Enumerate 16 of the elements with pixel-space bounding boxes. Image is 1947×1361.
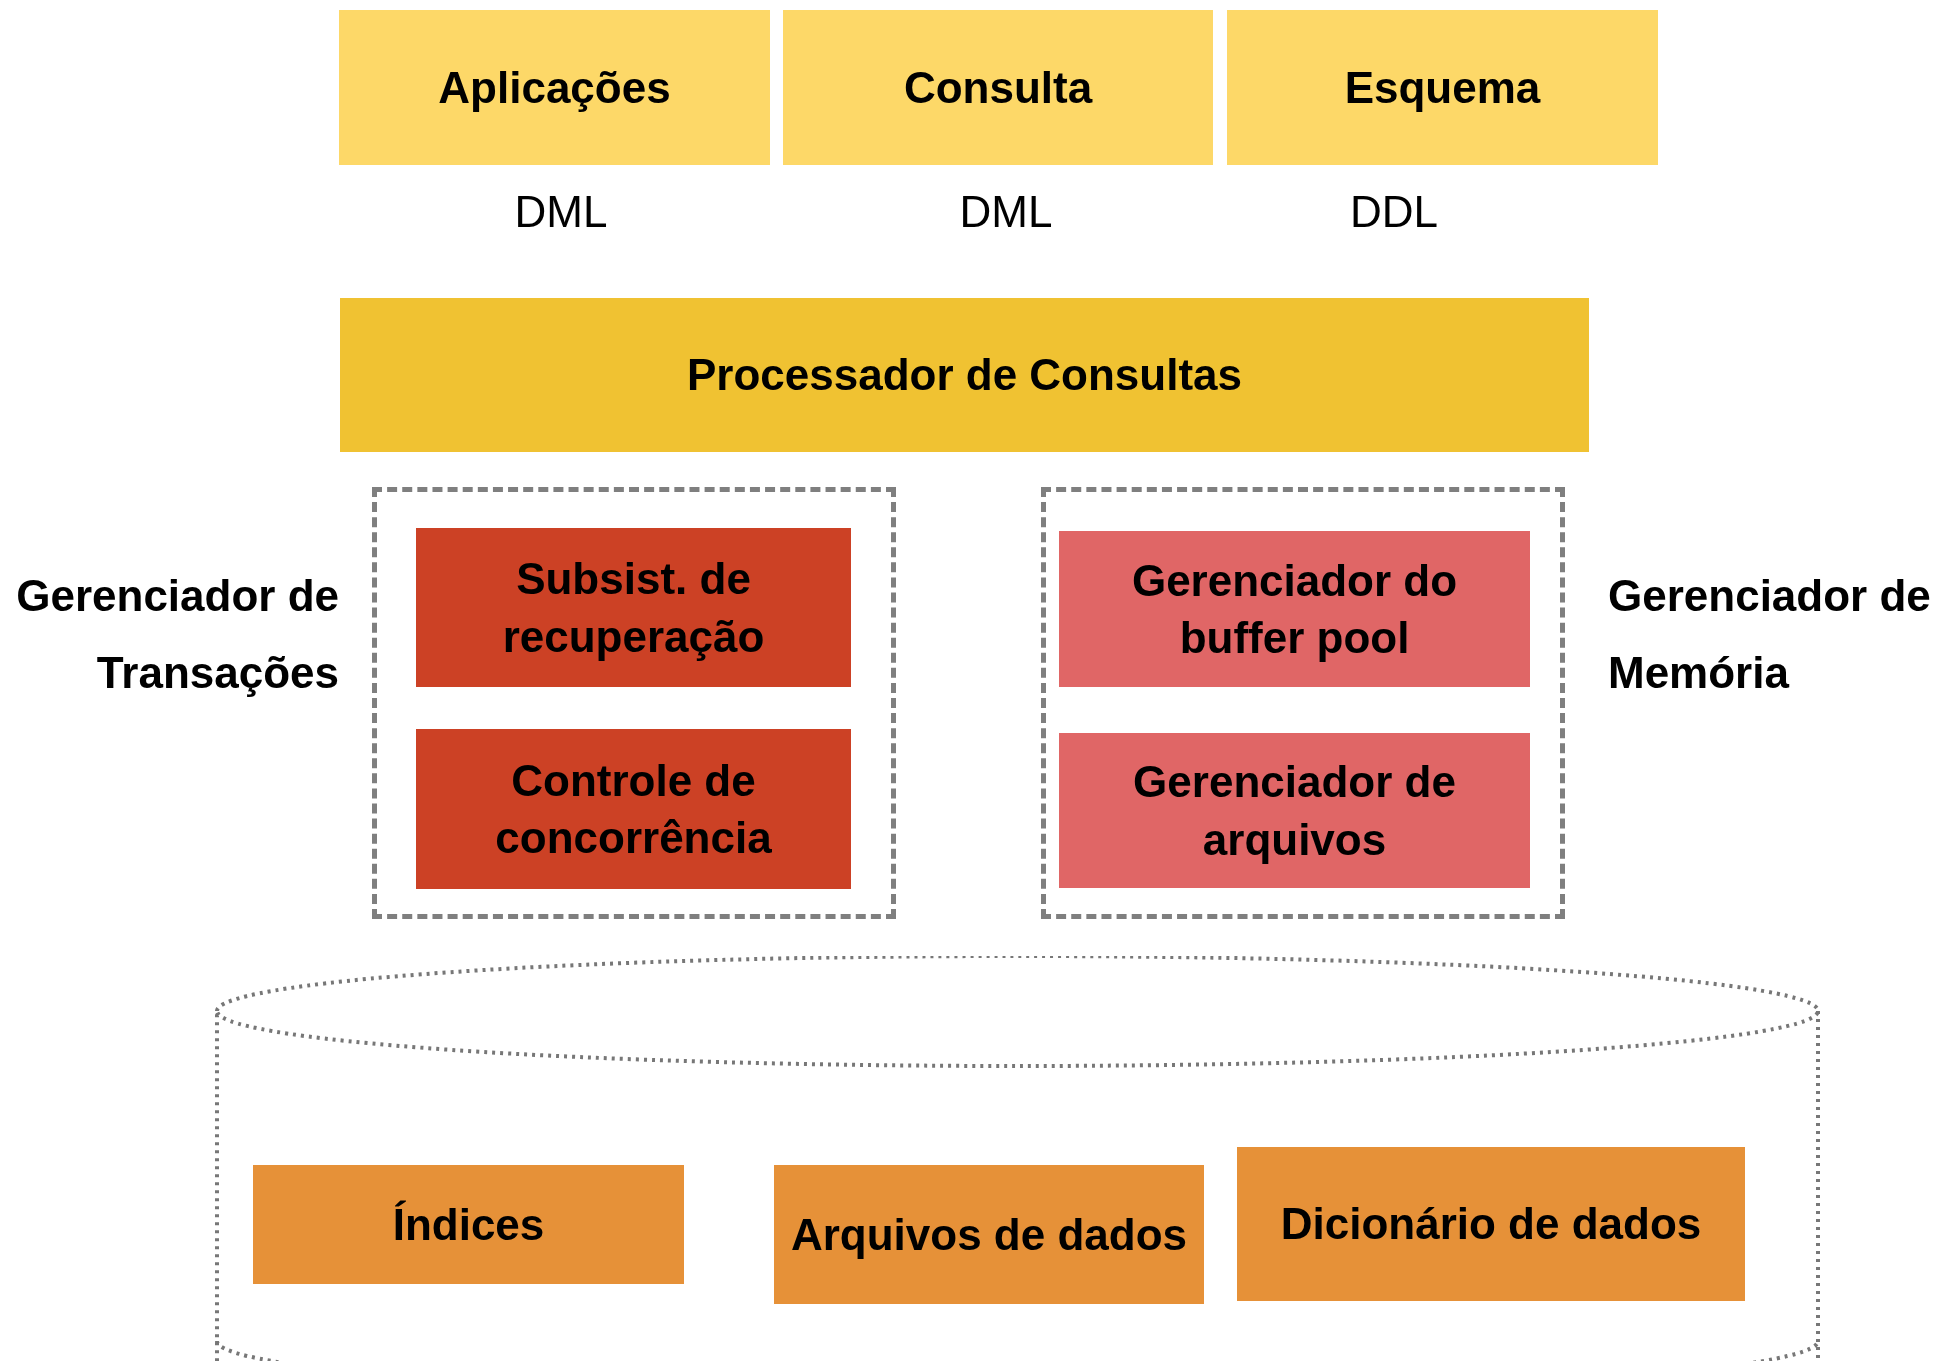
component-box: Processador de Consultas <box>340 298 1589 452</box>
component-box: Gerenciador do buffer pool <box>1059 531 1530 687</box>
language-label: DDL <box>1350 187 1438 237</box>
component-box: Subsist. de recuperação <box>416 528 851 687</box>
component-box: Aplicações <box>339 10 770 165</box>
component-box: Arquivos de dados <box>774 1165 1204 1304</box>
component-box: Gerenciador de arquivos <box>1059 733 1530 888</box>
component-box: Dicionário de dados <box>1237 1147 1745 1301</box>
group-heading: Gerenciador de Transações <box>15 570 339 699</box>
language-label: DML <box>959 187 1053 237</box>
group-heading: Gerenciador de Memória <box>1608 570 1932 699</box>
component-box: Índices <box>253 1165 684 1284</box>
component-box: Controle de concorrência <box>416 729 851 889</box>
language-label: DML <box>514 187 608 237</box>
component-box: Consulta <box>783 10 1213 165</box>
component-box: Esquema <box>1227 10 1658 165</box>
